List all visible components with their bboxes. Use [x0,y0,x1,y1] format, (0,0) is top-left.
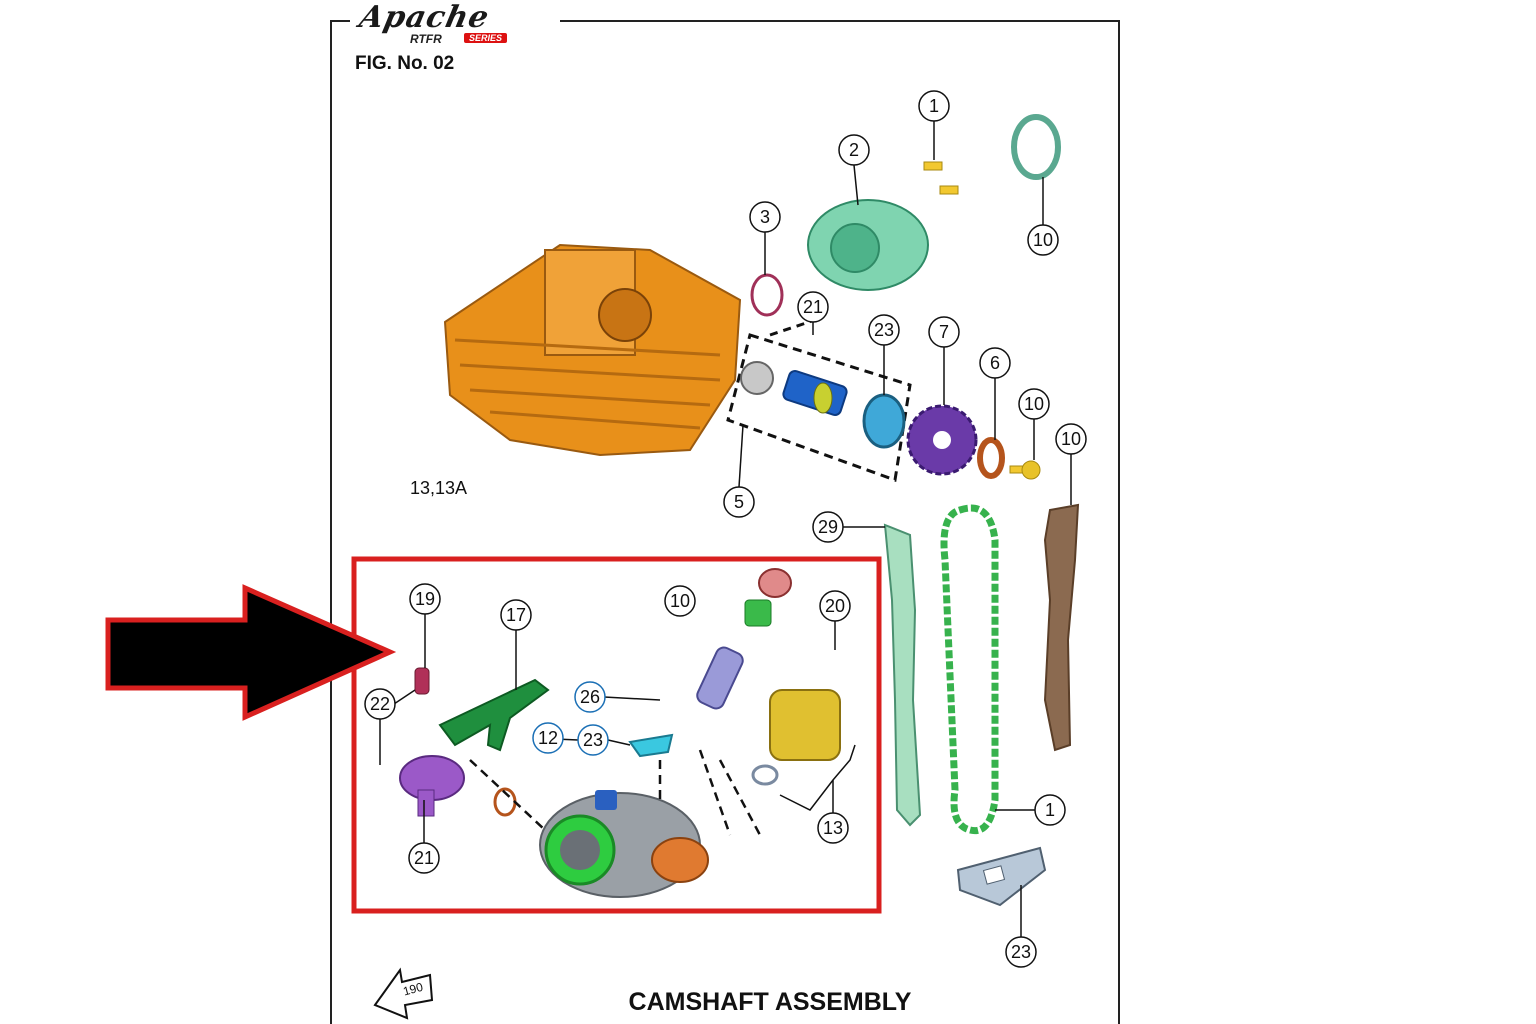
callout: 7 [928,316,960,348]
svg-text:23: 23 [874,320,894,340]
svg-text:10: 10 [1033,230,1053,250]
svg-text:23: 23 [583,730,603,750]
camshaft-part[interactable] [782,369,848,416]
injector-part[interactable] [695,645,746,711]
tensioner-guide-part[interactable] [1043,503,1080,752]
clip-ring-part[interactable] [1011,114,1061,180]
callout: 26 [574,681,606,713]
camshaft-group-outline [726,333,912,483]
pointer-arrow [105,584,397,721]
svg-text:1: 1 [929,96,939,116]
assembly-dashed-lines [469,749,762,836]
callout: 5 [723,486,755,518]
svg-text:26: 26 [580,687,600,707]
callout: 10 [1055,423,1087,455]
actuator-o-ring-part[interactable] [751,764,779,786]
callout: 10 [1027,224,1059,256]
screw-part[interactable] [414,667,430,695]
brand-series-left: RTFR [410,32,442,46]
leader-lines [379,121,1072,937]
svg-text:1: 1 [1045,800,1055,820]
direction-mark-label: 190 [401,980,424,999]
timing-chain-part[interactable] [940,504,999,835]
callout: 29 [812,511,844,543]
page-title: CAMSHAFT ASSEMBLY [628,988,912,1016]
chain-guide-part[interactable] [883,523,922,827]
callout: 21 [797,291,829,323]
callout: 12 [532,722,564,754]
throttle-body-part[interactable] [539,790,709,898]
highlight-frame [351,556,882,914]
callout: 23 [868,314,900,346]
washer-part[interactable] [977,437,1005,479]
svg-text:2: 2 [849,140,859,160]
svg-text:6: 6 [990,353,1000,373]
callout: 2 [838,134,870,166]
svg-text:21: 21 [803,297,823,317]
direction-arrow-icon: 190 [373,967,434,1020]
callout: 21 [408,842,440,874]
svg-text:29: 29 [818,517,838,537]
callout: 3 [749,201,781,233]
callout: 13 [817,812,849,844]
bearing-part[interactable] [740,361,774,395]
callout: 22 [364,688,396,720]
svg-text:22: 22 [370,694,390,714]
figure-number: FIG. No. 02 [355,53,455,74]
idle-actuator-part[interactable] [769,689,841,761]
tps-sensor-part[interactable] [399,755,465,817]
map-sensor-part[interactable] [744,568,792,627]
fuel-rail-part[interactable] [438,678,550,752]
drawing-sheet [330,20,1120,1024]
svg-text:10: 10 [670,591,690,611]
svg-text:12: 12 [538,728,558,748]
svg-text:7: 7 [939,322,949,342]
callout: 1 [918,90,950,122]
cylinder-head-part[interactable] [443,243,742,457]
bracket-part[interactable] [628,733,674,758]
callout: 17 [500,599,532,631]
brand-series-right: SERIES [464,33,508,43]
housing-bolts-part[interactable] [923,161,959,195]
o-ring-part[interactable] [750,273,784,317]
sprocket-bolt-part[interactable] [1009,460,1041,480]
callout: 19 [409,583,441,615]
svg-text:20: 20 [825,596,845,616]
callout: 1 [1034,794,1066,826]
svg-text:10: 10 [1061,429,1081,449]
callout: 23 [577,724,609,756]
svg-text:13: 13 [823,818,843,838]
callout: 23 [1005,936,1037,968]
svg-text:17: 17 [506,605,526,625]
callout: 6 [979,347,1011,379]
cam-sprocket-part[interactable] [906,404,978,476]
brand-logo: Apache RTFR SERIES [350,0,560,50]
callout: 10 [664,585,696,617]
cam-housing-part[interactable] [807,199,929,291]
svg-text:21: 21 [414,848,434,868]
callout: 10 [1018,388,1050,420]
cam-bearing-part[interactable] [862,393,906,449]
svg-text:10: 10 [1024,394,1044,414]
svg-text:23: 23 [1011,942,1031,962]
svg-text:5: 5 [734,492,744,512]
group-reference-label: 13,13A [410,478,468,498]
callout: 20 [819,590,851,622]
svg-text:3: 3 [760,207,770,227]
svg-text:19: 19 [415,589,435,609]
